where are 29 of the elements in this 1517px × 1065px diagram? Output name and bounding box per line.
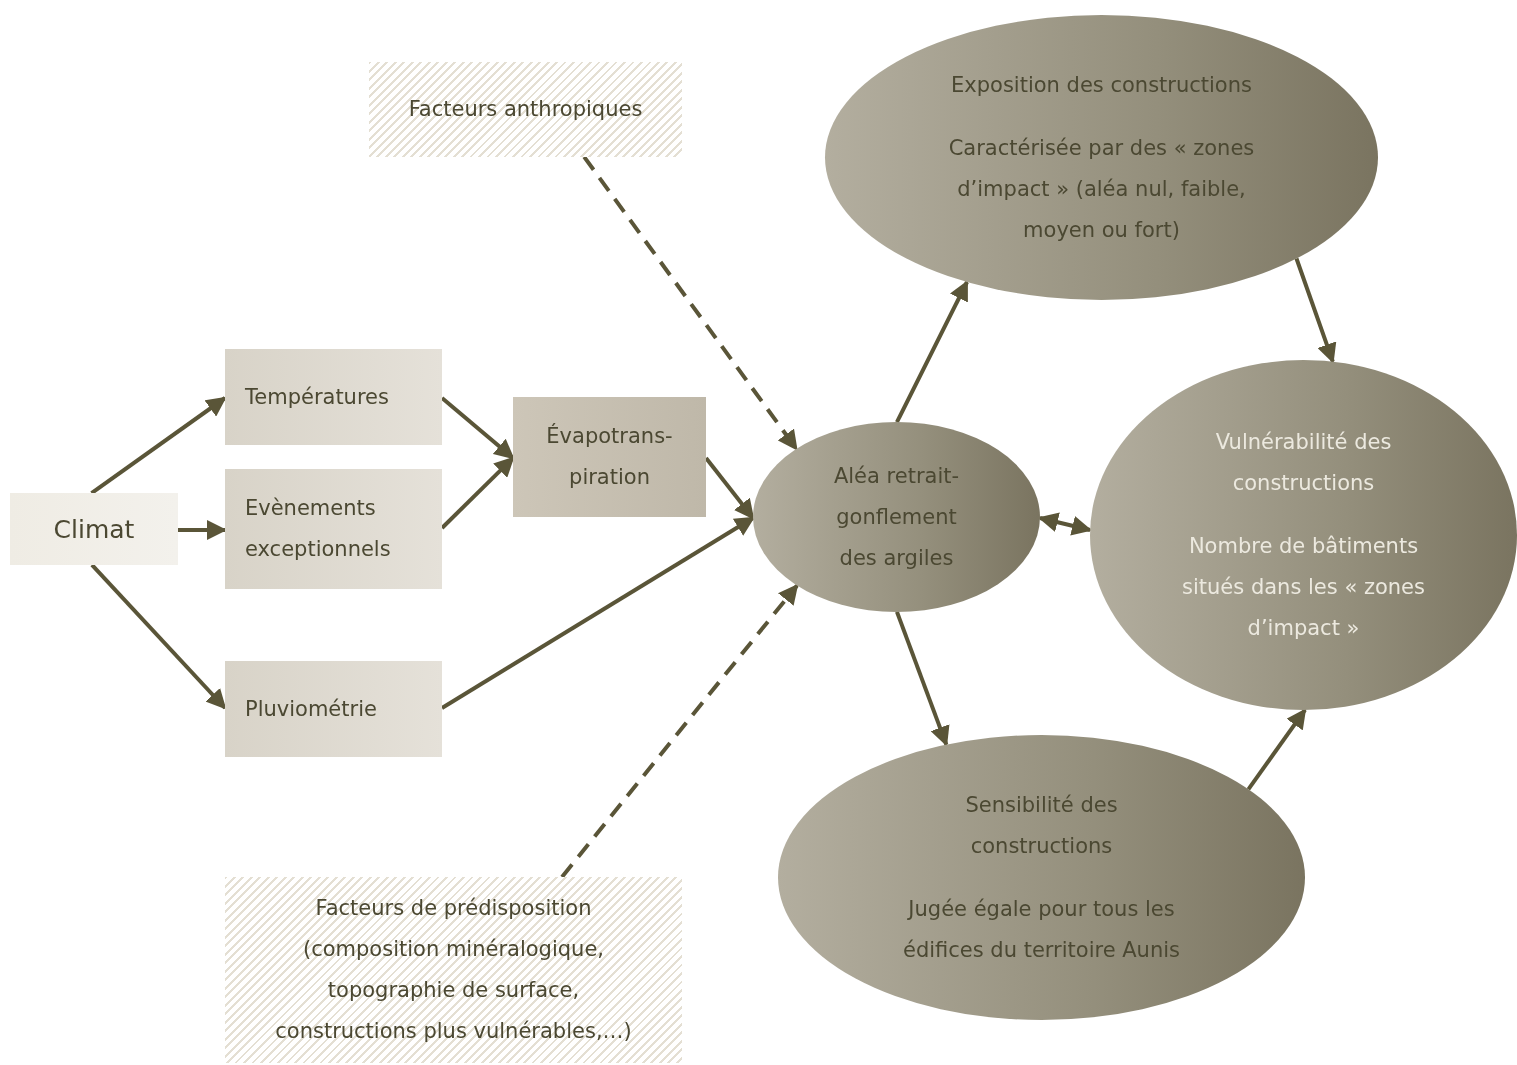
- node-title: Facteurs de prédisposition (composition minéralogique, topographie de surface, constructions plus vulnérables,…): [274, 895, 633, 1045]
- process-box: [225, 349, 442, 445]
- node-title: Climat: [53, 513, 135, 546]
- node-title: Températures: [245, 383, 389, 411]
- arrow: [90, 563, 227, 710]
- dashed-arrow: [582, 155, 799, 451]
- arrow: [895, 280, 969, 424]
- process-box: [225, 469, 442, 589]
- hatched-box: [369, 62, 682, 157]
- arrow: [178, 520, 227, 540]
- node-title: Pluviométrie: [245, 695, 377, 723]
- arrow: [90, 396, 227, 495]
- hatched-box: [225, 877, 682, 1063]
- node-title: Vulnérabilité des constructions: [1214, 428, 1393, 497]
- node-title: Facteurs anthropiques: [408, 96, 643, 123]
- process-box: [10, 493, 178, 565]
- node-title: Aléa retrait- gonflement des argiles: [832, 462, 961, 572]
- node-title: Exposition des constructions: [951, 71, 1252, 99]
- node-description: Jugée égale pour tous les édifices du territoire Aunis: [901, 895, 1181, 964]
- dashed-arrow: [560, 583, 799, 879]
- node-title: Évapotrans- piration: [545, 422, 674, 491]
- arrow: [895, 611, 950, 747]
- process-box: [513, 397, 706, 517]
- node-description: Caractérisée par des « zones d’impact » (aléa nul, faible, moyen ou fort): [947, 134, 1256, 244]
- node-title: Sensibilité des constructions: [964, 791, 1119, 860]
- node-description: Nombre de bâtiments situés dans les « zones d’impact »: [1181, 532, 1426, 642]
- arrow: [1246, 708, 1307, 791]
- node-title: Evènements exceptionnels: [245, 495, 392, 563]
- process-box: [225, 661, 442, 757]
